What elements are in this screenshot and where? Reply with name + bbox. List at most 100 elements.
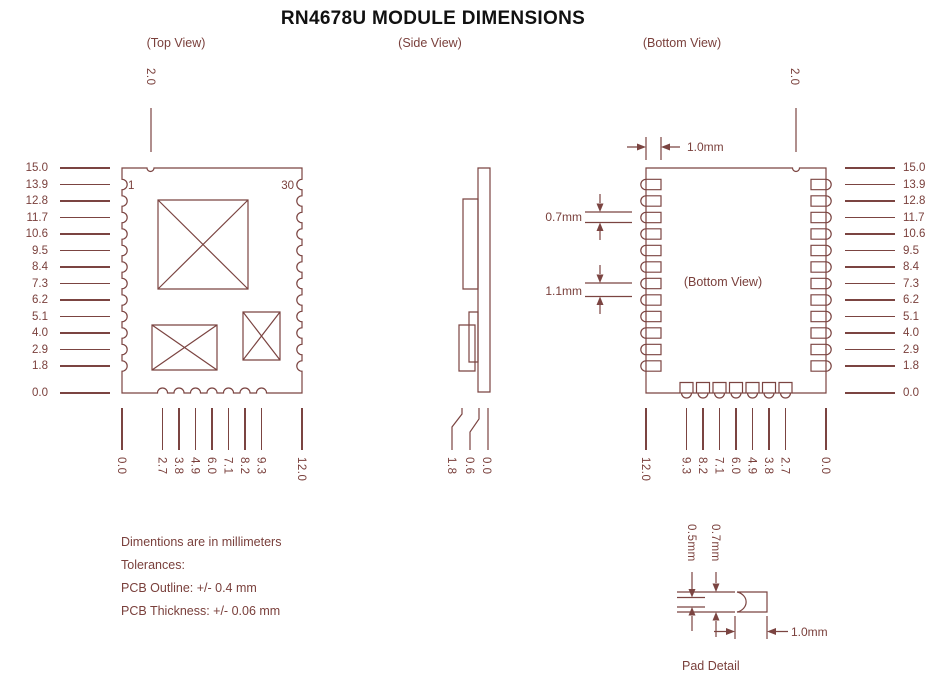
top-view-outline [121, 167, 303, 394]
top-view-component-box-medium [151, 324, 218, 371]
tick-line-bottom-view [825, 408, 827, 450]
tick-line-bottom-view [735, 408, 737, 450]
pad-detail-arrow-outer-down [712, 583, 720, 592]
leader-line-right [845, 365, 895, 367]
leader-line-right [845, 282, 895, 285]
axis-label-left: 9.5 [32, 244, 48, 257]
tick-line-bottom-view [718, 408, 721, 450]
side-view-pcb [477, 167, 491, 393]
pad-detail-title: Pad Detail [682, 659, 740, 673]
page-title: RN4678U MODULE DIMENSIONS [280, 8, 586, 29]
axis-label-right: 15.0 [903, 162, 926, 174]
top-view-dim-value: 2.0 [144, 68, 156, 86]
axis-label-right: 0.0 [903, 387, 919, 399]
leader-line-left [60, 299, 110, 301]
axis-label-top-view-bottom: 3.8 [172, 457, 184, 475]
tick-line-top-view [211, 408, 213, 450]
axis-label-bottom-view-bottom: 7.1 [712, 457, 725, 475]
axis-label-bottom-view-bottom: 9.3 [679, 457, 692, 475]
bottom-view-label: (Bottom View) [642, 36, 722, 50]
axis-label-right: 2.9 [903, 343, 919, 356]
leader-line-left [60, 167, 110, 169]
pad-detail-shape [736, 591, 768, 613]
axis-label-bottom-view-bottom: 4.9 [745, 457, 758, 475]
note-line: Dimentions are in millimeters [121, 535, 282, 549]
leader-line-right [845, 216, 895, 219]
tick-line-bottom-view [645, 408, 647, 450]
axis-label-left: 11.7 [26, 211, 48, 224]
axis-label-left: 13.9 [25, 178, 48, 191]
axis-label-top-view-bottom: 2.7 [155, 457, 168, 475]
top-view-shield-box [157, 199, 249, 290]
axis-label-left: 15.0 [25, 162, 48, 174]
axis-label-left: 1.8 [32, 360, 48, 372]
pad-detail-dim-lines [677, 572, 788, 639]
leader-line-right [845, 200, 895, 202]
axis-label-side-view-bottom: 0.6 [463, 457, 475, 475]
leader-line-left [60, 348, 110, 351]
leader-line-right [845, 266, 895, 268]
pad-height-dim-label: 0.7mm [545, 210, 582, 224]
pad-width-dim-label: 1.0mm [687, 140, 724, 154]
tick-line-top-view [194, 408, 197, 450]
pad-height-arrow-up [596, 222, 604, 231]
note-line: PCB Thickness: +/- 0.06 mm [121, 604, 281, 618]
pin-30-label: 30 [281, 180, 294, 192]
axis-label-top-view-bottom: 0.0 [115, 457, 127, 475]
axis-label-right: 11.7 [903, 211, 925, 224]
axis-label-left: 4.0 [32, 327, 48, 339]
tick-line-top-view [161, 408, 164, 450]
pad-detail-arrow-outer-up [712, 612, 720, 621]
axis-label-side-view-bottom: 0.0 [480, 457, 492, 475]
leader-line-left [60, 249, 110, 252]
axis-label-right: 5.1 [903, 310, 919, 323]
pad-detail-outer-height-label: 0.7mm [709, 524, 721, 562]
leader-line-right [845, 392, 895, 394]
side-view-leader-lines [451, 408, 489, 450]
axis-label-right: 13.9 [903, 178, 926, 191]
tick-line-top-view [301, 408, 303, 450]
axis-label-top-view-bottom: 9.3 [254, 457, 267, 475]
pad-detail-inner-height-label: 0.5mm [685, 524, 697, 562]
pad-width-dim-lines [627, 137, 680, 160]
axis-label-left: 2.9 [32, 343, 48, 356]
leader-line-left [60, 200, 110, 202]
tick-line-bottom-view [685, 408, 688, 450]
axis-label-left: 5.1 [32, 310, 48, 323]
leader-line-right [845, 348, 895, 351]
bottom-view-dim-value: 2.0 [788, 68, 800, 86]
axis-label-bottom-view-bottom: 0.0 [819, 457, 831, 475]
pad-detail-width-arrow-left [767, 628, 776, 635]
leader-line-left [60, 392, 110, 394]
tick-line-bottom-view [784, 408, 787, 450]
axis-label-top-view-bottom: 4.9 [188, 457, 201, 475]
leader-line-left [60, 282, 110, 285]
leader-line-right [845, 299, 895, 301]
axis-label-left: 8.4 [32, 261, 48, 273]
leader-line-left [60, 365, 110, 367]
pad-pitch-arrow-up [596, 296, 604, 305]
leader-line-right [845, 332, 895, 334]
side-view-label: (Side View) [398, 36, 462, 50]
bottom-view-outline [645, 167, 827, 394]
side-view-component-profile-b [458, 324, 476, 372]
leader-line-left [60, 233, 110, 235]
tick-line-top-view [178, 408, 180, 450]
axis-label-right: 6.2 [903, 294, 919, 306]
axis-label-right: 7.3 [903, 277, 919, 290]
axis-label-bottom-view-bottom: 2.7 [778, 457, 791, 475]
tick-line-top-view [121, 408, 123, 450]
tick-line-top-view [260, 408, 263, 450]
axis-label-left: 7.3 [32, 277, 48, 290]
leader-line-left [60, 183, 110, 186]
note-line: Tolerances: [121, 558, 185, 572]
axis-label-right: 12.8 [903, 195, 926, 207]
note-line: PCB Outline: +/- 0.4 mm [121, 581, 257, 595]
pad-detail-arrow-inner-down [688, 589, 696, 598]
axis-label-bottom-view-bottom: 6.0 [729, 457, 741, 475]
pad-detail-width-arrow-right [726, 628, 735, 635]
axis-label-side-view-bottom: 1.8 [445, 457, 457, 475]
bottom-view-inner-label: (Bottom View) [683, 275, 763, 289]
axis-label-right: 1.8 [903, 360, 919, 372]
